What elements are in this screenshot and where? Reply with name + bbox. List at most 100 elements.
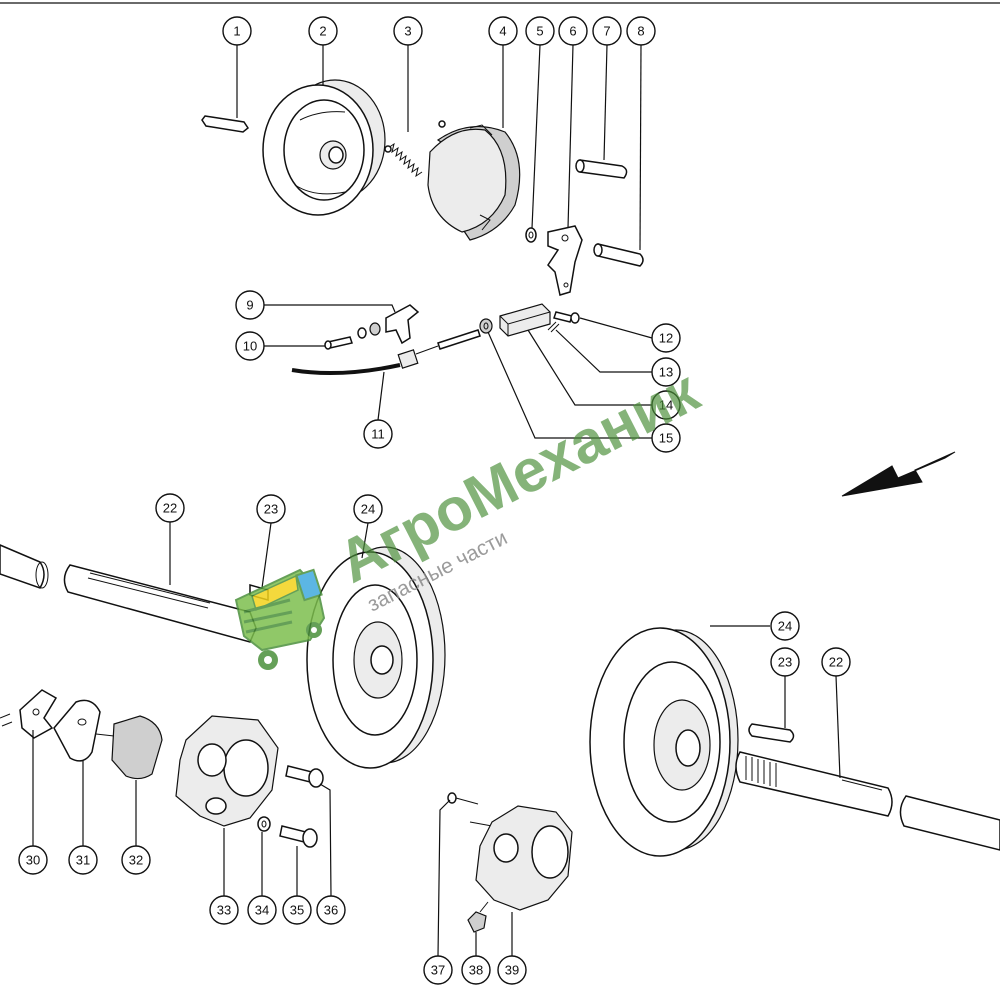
svg-text:23: 23 [778,655,792,670]
part-24-brake-disc-right [589,627,739,857]
svg-text:35: 35 [290,903,304,918]
callout-7: 7 [592,16,622,46]
part-34-washer [257,816,271,832]
shaft-left-stub [0,544,49,589]
callout-1: 1 [222,16,252,46]
callout-22-right: 22 [821,647,851,677]
watermark-brand: АгроМеханик [327,357,709,596]
part-1-key [201,115,250,133]
callout-37: 37 [423,955,453,985]
part-9-bracket [385,304,420,345]
svg-text:31: 31 [76,853,90,868]
svg-text:6: 6 [569,24,576,39]
part-33-caliper [175,715,279,827]
svg-text:24: 24 [361,502,375,517]
svg-text:13: 13 [659,365,673,380]
part-24-brake-disc-left [306,546,446,769]
leader-lines [32,44,841,957]
callout-22-left: 22 [155,493,185,523]
part-3-spring [384,120,446,178]
svg-text:37: 37 [431,963,445,978]
svg-text:22: 22 [829,655,843,670]
svg-text:36: 36 [324,903,338,918]
part-36-bolt [285,765,324,788]
part-31-shim [53,699,101,762]
part-35-bolt [279,825,318,848]
part-2-brake-drum [262,79,386,216]
part-32-brake-pad [95,715,163,780]
callout-33: 33 [209,895,239,925]
svg-text:1: 1 [233,24,240,39]
svg-text:33: 33 [217,903,231,918]
svg-text:2: 2 [319,24,326,39]
part-6-lever [547,225,583,296]
part-23-key-right [748,723,795,743]
svg-text:10: 10 [243,339,257,354]
svg-text:22: 22 [163,501,177,516]
callout-5: 5 [525,16,555,46]
svg-text:3: 3 [404,24,411,39]
svg-text:23: 23 [264,502,278,517]
svg-text:8: 8 [637,24,644,39]
part-22-shaft-right [735,751,893,817]
callout-4: 4 [488,16,518,46]
part-38-nipple [467,901,489,933]
callout-24-right: 24 [770,611,800,641]
part-14-clevis [499,303,551,337]
callout-24-left: 24 [353,494,383,524]
part-7-pin [575,159,628,179]
callout-35: 35 [282,895,312,925]
callout-23-left: 23 [256,494,286,524]
callout-8: 8 [626,16,656,46]
svg-text:30: 30 [26,853,40,868]
callout-6: 6 [558,16,588,46]
callout-15: 15 [651,423,681,453]
callout-12: 12 [651,323,681,353]
svg-text:34: 34 [255,903,269,918]
tractor-logo-icon [234,568,326,670]
svg-text:32: 32 [129,853,143,868]
svg-text:38: 38 [469,963,483,978]
part-5-washer [525,227,537,243]
part-15-nut [479,318,493,334]
callout-2: 2 [308,16,338,46]
part-13-split-pin [547,321,560,333]
callout-36: 36 [316,895,346,925]
callout-14: 14 [651,390,681,420]
callout-11: 11 [363,419,393,449]
part-11-cable [291,329,481,376]
svg-text:11: 11 [371,427,385,442]
watermark: АгроМеханик запасные части [234,357,710,670]
svg-text:14: 14 [659,398,673,413]
part-37-screw [447,792,493,827]
callout-30: 30 [18,845,48,875]
callout-38: 38 [461,955,491,985]
callout-9: 9 [235,290,265,320]
part-12-bolt [553,311,580,324]
svg-text:12: 12 [659,331,673,346]
part-10-bolt [324,322,381,350]
callout-34: 34 [247,895,277,925]
svg-text:5: 5 [536,24,543,39]
part-39-caliper [475,805,573,911]
part-30-clip [0,689,58,739]
callout-39: 39 [497,955,527,985]
svg-text:39: 39 [505,963,519,978]
svg-text:9: 9 [246,298,253,313]
callout-13: 13 [651,357,681,387]
callout-23-right: 23 [770,647,800,677]
svg-text:15: 15 [659,431,673,446]
part-4-brake-shoe [427,124,521,241]
arrow-down-left-icon [841,451,956,497]
svg-text:4: 4 [499,24,506,39]
svg-text:7: 7 [603,24,610,39]
callout-32: 32 [121,845,151,875]
shaft-right-stub [899,795,1000,851]
part-22-shaft-left [63,564,257,643]
part-8-pin [593,243,644,267]
callout-31: 31 [68,845,98,875]
callout-3: 3 [393,16,423,46]
svg-text:24: 24 [778,619,792,634]
callout-10: 10 [235,331,265,361]
